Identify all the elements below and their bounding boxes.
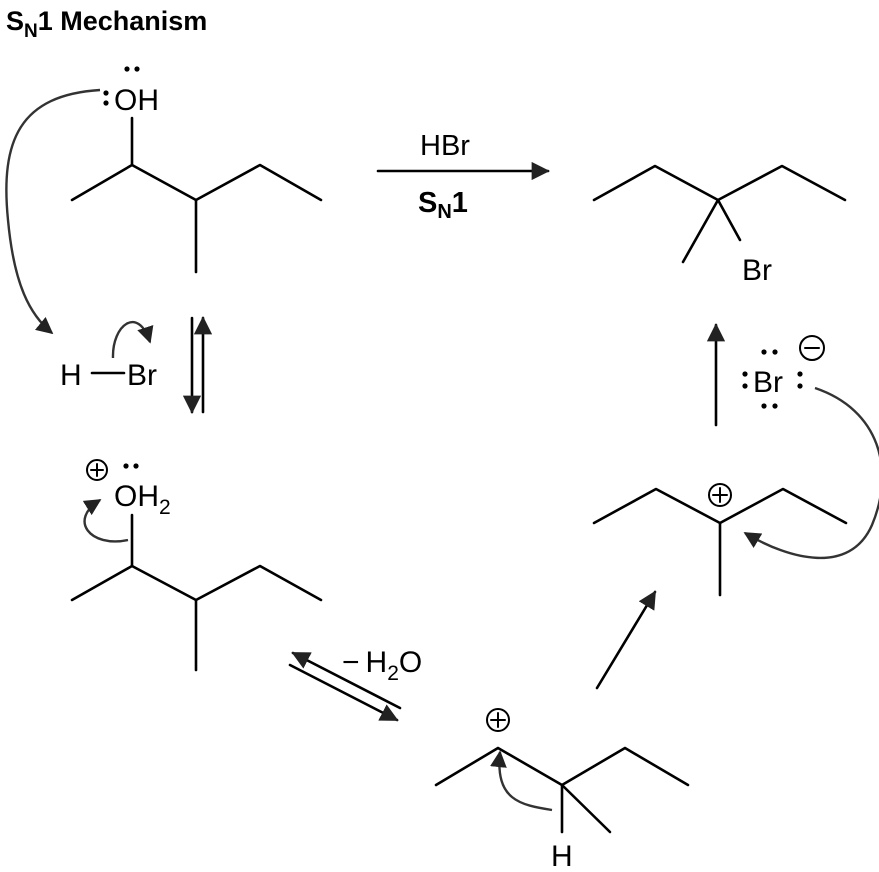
oxonium-intermediate: OH2 (70, 459, 323, 672)
hbr-bond-arrow (111, 320, 154, 359)
hydroxyl-label: OH (114, 84, 159, 117)
bromine-label: Br (127, 359, 157, 392)
carbocation-charge-icon (486, 708, 510, 732)
oxonium-label: OH2 (114, 480, 171, 519)
negative-charge-icon (799, 335, 825, 361)
migrating-hydrogen-label: H (551, 840, 573, 872)
bromide-ion: Br (742, 335, 825, 409)
equilibrium-reverse-arrow (291, 651, 402, 710)
bromide-label: Br (753, 366, 783, 399)
alcohol-reactant: OH (70, 66, 323, 274)
reagent-hbr-label: HBr (420, 130, 470, 162)
tertiary-carbocation (592, 483, 848, 597)
equilibrium-forward-arrow (288, 663, 399, 722)
hydride-shift-arrow (490, 750, 553, 812)
hydrogen-label: H (60, 359, 82, 392)
oh-to-h-arrow (5, 88, 101, 335)
mechanism-label: SN1 (418, 187, 468, 223)
rearrangement-arrow (595, 590, 657, 690)
product-bromine-label: Br (742, 254, 772, 287)
bromide-attack-arrow (743, 386, 879, 560)
tertiary-charge-icon (708, 483, 732, 507)
secondary-carbocation: H (434, 708, 690, 872)
alkyl-bromide-product: Br (592, 164, 847, 287)
page-title: SN1 Mechanism (6, 6, 207, 42)
water-leaving-arrow (82, 498, 129, 543)
positive-charge-icon (86, 459, 108, 481)
hbr-reagent: H Br (60, 359, 157, 392)
minus-water-label: −H2O (342, 646, 422, 685)
